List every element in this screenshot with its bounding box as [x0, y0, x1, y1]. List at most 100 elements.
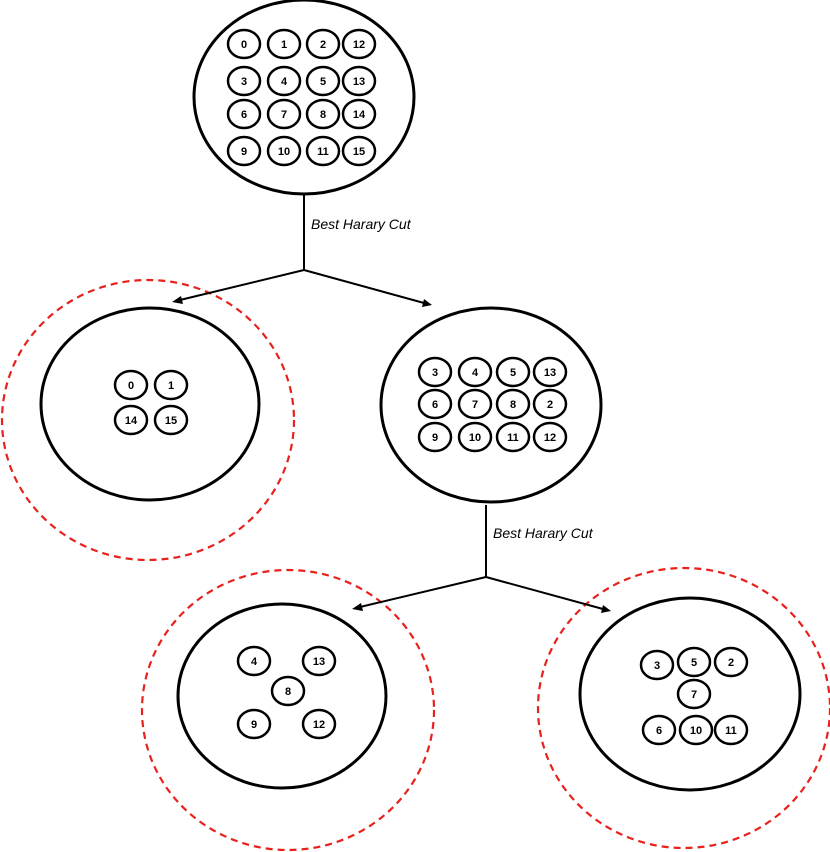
node-label: 10 — [469, 432, 481, 444]
node-circle — [305, 98, 341, 130]
node-circle — [266, 98, 302, 130]
leaf-highlight-bottom-left — [140, 568, 436, 852]
node-label: 5 — [510, 367, 516, 379]
node-label: 11 — [507, 432, 519, 444]
node-label: 12 — [353, 39, 365, 51]
node-label: 5 — [320, 76, 326, 88]
node-circle — [113, 404, 149, 436]
node-circle — [678, 714, 714, 746]
node-circle — [113, 369, 149, 401]
node-circle — [226, 135, 262, 167]
cluster-root — [192, 0, 416, 196]
node-circle — [417, 388, 453, 420]
node-circle — [457, 388, 493, 420]
node-label: 6 — [432, 399, 438, 411]
node-label: 2 — [728, 657, 734, 669]
node-circle — [676, 678, 712, 710]
node-circle — [301, 645, 337, 677]
node-circle — [417, 356, 453, 388]
node-circle — [713, 714, 749, 746]
cut-1-left-branch — [179, 269, 305, 301]
cut-1-label: Best Harary Cut — [311, 216, 412, 232]
node-circle — [236, 708, 272, 740]
node-circle — [341, 135, 377, 167]
node-label: 13 — [353, 76, 365, 88]
node-label: 3 — [432, 367, 438, 379]
node-label: 13 — [313, 656, 325, 668]
node-label: 6 — [656, 725, 662, 737]
node-label: 8 — [510, 399, 516, 411]
node-label: 11 — [725, 725, 737, 737]
node-label: 12 — [544, 432, 556, 444]
node-label: 3 — [654, 660, 660, 672]
node-circle — [270, 675, 306, 707]
cut-2-left-branch — [359, 576, 487, 608]
node-circle — [266, 65, 302, 97]
cluster-left-leaf — [39, 306, 261, 502]
node-circle — [495, 356, 531, 388]
node-label: 4 — [281, 76, 288, 88]
node-circle — [301, 708, 337, 740]
leaf-highlight-bottom-right — [536, 566, 830, 850]
node-circle — [532, 388, 568, 420]
node-label: 3 — [241, 76, 247, 88]
node-label: 2 — [320, 39, 326, 51]
cut-2-right-arrowhead — [601, 605, 611, 613]
node-circle — [153, 404, 189, 436]
node-label: 14 — [353, 109, 366, 121]
node-label: 2 — [547, 399, 553, 411]
node-label: 4 — [251, 656, 258, 668]
node-circle — [457, 421, 493, 453]
node-circle — [641, 714, 677, 746]
node-label: 15 — [165, 415, 177, 427]
node-label: 9 — [432, 432, 438, 444]
node-label: 7 — [691, 689, 697, 701]
node-circle — [305, 28, 341, 60]
node-label: 14 — [125, 415, 138, 427]
node-circle — [236, 645, 272, 677]
node-label: 15 — [353, 146, 365, 158]
node-label: 0 — [128, 380, 134, 392]
node-circle — [226, 98, 262, 130]
node-circle — [226, 28, 262, 60]
node-circle — [341, 98, 377, 130]
leaf-highlight-left — [0, 278, 296, 562]
node-label: 7 — [472, 399, 478, 411]
node-circle — [457, 356, 493, 388]
node-label: 10 — [690, 725, 702, 737]
cut-2-label: Best Harary Cut — [493, 525, 594, 541]
left-leaf-node-group: 0 1 14 15 — [113, 369, 189, 436]
node-label: 9 — [251, 719, 257, 731]
node-circle — [713, 646, 749, 678]
node-label: 7 — [281, 109, 287, 121]
node-circle — [226, 65, 262, 97]
node-circle — [266, 135, 302, 167]
node-label: 12 — [313, 719, 325, 731]
node-circle — [676, 646, 712, 678]
cut-1-right-branch — [303, 269, 425, 304]
cut-2-right-branch — [485, 576, 604, 610]
cut-1-connector — [172, 195, 432, 307]
node-circle — [495, 421, 531, 453]
node-label: 1 — [168, 380, 174, 392]
node-circle — [495, 388, 531, 420]
node-label: 8 — [320, 109, 326, 121]
node-label: 10 — [278, 146, 290, 158]
node-circle — [417, 421, 453, 453]
cut-2-connector — [352, 505, 611, 613]
node-circle — [341, 65, 377, 97]
cut-2-left-arrowhead — [352, 603, 363, 611]
node-label: 6 — [241, 109, 247, 121]
node-circle — [341, 28, 377, 60]
cut-1-right-arrowhead — [422, 299, 432, 307]
node-label: 11 — [317, 146, 329, 158]
node-circle — [305, 135, 341, 167]
bottom-right-node-group: 3 5 2 7 6 10 11 — [639, 646, 749, 746]
node-label: 5 — [691, 657, 697, 669]
cut-1-left-arrowhead — [172, 296, 183, 304]
node-circle — [532, 356, 568, 388]
node-circle — [153, 369, 189, 401]
